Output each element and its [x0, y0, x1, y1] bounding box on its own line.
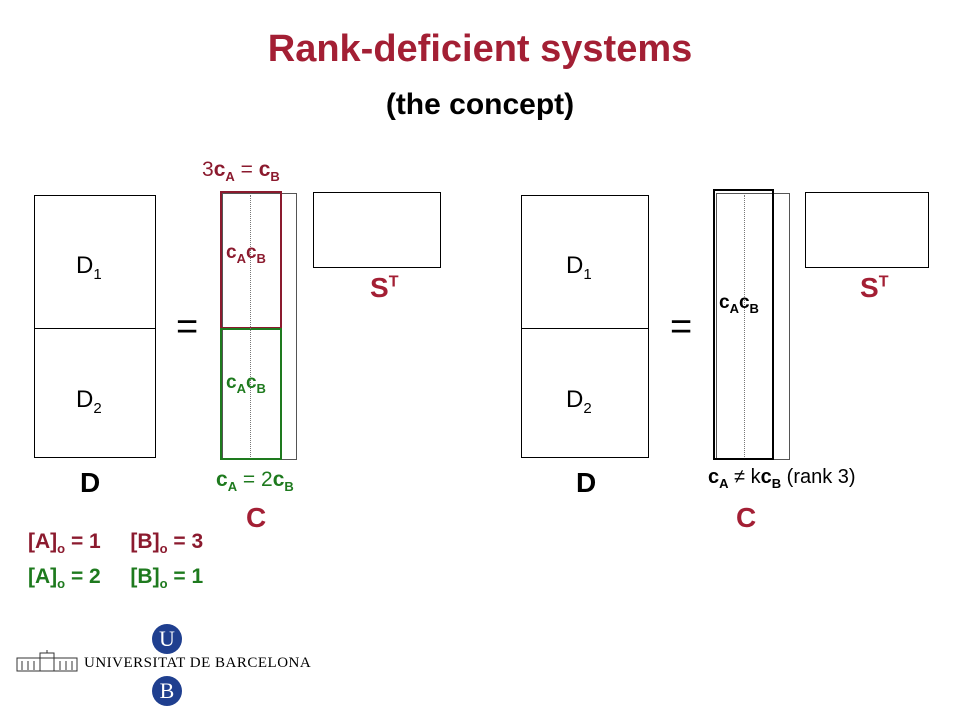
left-st-label: ST — [370, 272, 399, 303]
concentration-row-1: [A]o = 1 [B]o = 3 — [28, 530, 204, 557]
left-d1-label: D1 — [76, 252, 102, 283]
left-d-label: D — [80, 467, 101, 498]
right-relation: cA ≠ kcB (rank 3) — [708, 466, 856, 491]
right-column-labels: cAcB — [719, 292, 759, 316]
right-c-block — [713, 189, 774, 460]
left-equals-sign: = — [176, 306, 199, 348]
right-c-column-divider — [744, 195, 745, 457]
right-d2-block — [521, 328, 649, 458]
left-c-outline — [222, 193, 297, 460]
building-icon — [16, 650, 78, 672]
right-d2-label: D2 — [566, 386, 592, 417]
right-st-block — [805, 192, 929, 268]
right-st-label: ST — [860, 272, 889, 303]
left-lower-column-labels: cAcB — [226, 372, 266, 396]
seal-b-icon: B — [152, 676, 182, 706]
left-c-label: C — [246, 502, 267, 533]
right-d1-label: D1 — [566, 252, 592, 283]
right-c-label: C — [736, 502, 757, 533]
left-d2-block — [34, 328, 156, 458]
left-top-relation: 3cA = cB — [202, 158, 280, 185]
left-d1-block — [34, 195, 156, 329]
university-name: UNIVERSITAT DE BARCELONA — [84, 655, 312, 671]
left-c-lower-block — [220, 328, 282, 460]
seal-u-icon: U — [152, 624, 182, 654]
left-st-block — [313, 192, 441, 268]
left-d2-label: D2 — [76, 386, 102, 417]
concentration-row-2: [A]o = 2 [B]o = 1 — [28, 565, 204, 592]
left-c-column-divider — [250, 195, 251, 457]
left-bottom-relation: cA = 2cB — [216, 468, 294, 495]
slide-title: Rank-deficient systems — [267, 28, 693, 70]
right-equals-sign: = — [670, 306, 693, 348]
right-d1-block — [521, 195, 649, 329]
left-upper-column-labels: cAcB — [226, 242, 266, 266]
right-d-label: D — [576, 467, 597, 498]
slide-subtitle: (the concept) — [385, 88, 575, 121]
